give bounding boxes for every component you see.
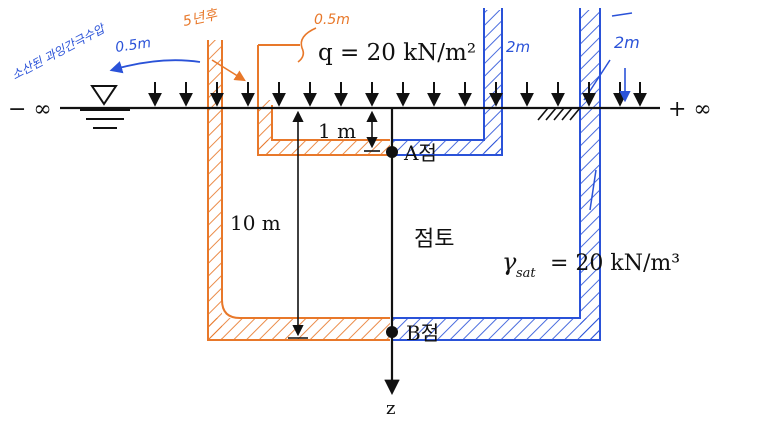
dim-1m-label: 1 m [318,119,356,143]
point-b-label: B점 [406,321,439,345]
soil-name-label: 점토 [414,227,454,252]
orange-half-m-leader [297,27,317,63]
water-table-icon [80,85,130,129]
blue-2m-note-a: 2m [506,38,530,56]
dim-1m [364,110,380,152]
surcharge-label: q = 20 kN/m² [318,40,476,66]
blue-half-m-note: 0.5m [114,35,152,56]
blue-isochrone [392,8,611,341]
z-axis-label: z [386,398,395,419]
point-a-marker [386,146,398,158]
orange-isochrone [207,40,390,341]
neg-infinity-label: − ∞ [8,97,52,122]
point-a-label: A점 [403,141,437,165]
unit-weight-subscript: sat [516,266,536,281]
pos-infinity-label: + ∞ [668,97,712,122]
ground-hatch-icon [537,107,581,121]
blue-2m-tick [611,12,633,17]
surcharge-arrows [148,82,647,107]
blue-2m-note-b: 2m [614,33,640,52]
unit-weight-value: = 20 kN/m³ [550,251,680,276]
orange-pointer-arrow [211,59,246,82]
dim-10m [288,110,308,339]
unit-weight-symbol: γ [502,248,517,276]
orange-5yr-note: 5년후 [182,7,221,30]
point-b-marker [386,326,398,338]
blue-pointer-arrow [109,59,201,74]
dim-10m-label: 10 m [230,211,281,235]
orange-half-m-note: 0.5m [314,12,350,28]
blue-excess-pressure-note: 소산된 과잉간극수압 [9,21,108,83]
